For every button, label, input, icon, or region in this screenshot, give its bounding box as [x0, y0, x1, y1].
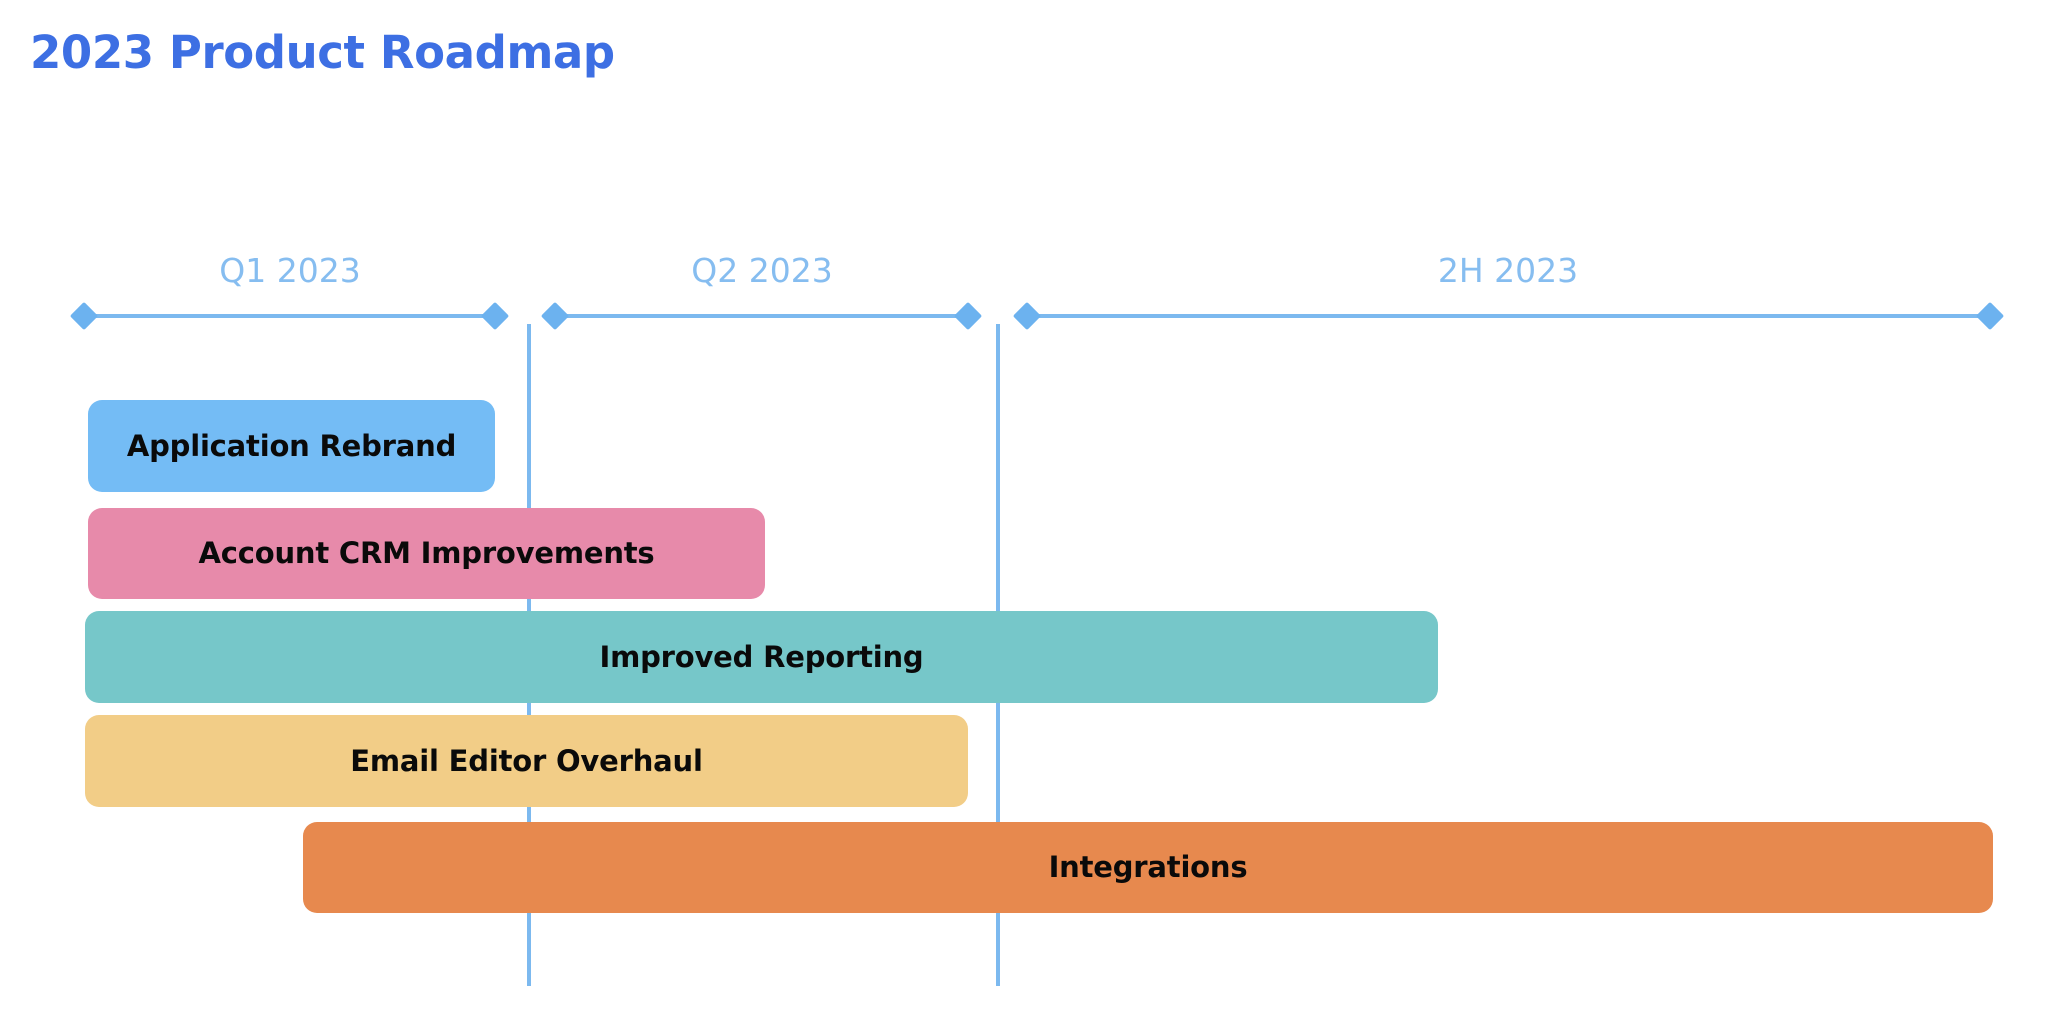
task-bar[interactable]: Application Rebrand	[88, 400, 495, 492]
task-bar[interactable]: Integrations	[303, 822, 1993, 913]
task-bar-label: Account CRM Improvements	[198, 536, 655, 570]
task-bar-label: Email Editor Overhaul	[350, 743, 703, 778]
task-bar[interactable]: Email Editor Overhaul	[85, 715, 968, 807]
task-bar-label: Integrations	[1048, 850, 1248, 884]
task-bar[interactable]: Improved Reporting	[85, 611, 1438, 703]
task-bar[interactable]: Account CRM Improvements	[88, 508, 765, 599]
task-bar-label: Improved Reporting	[599, 639, 924, 674]
task-bar-label: Application Rebrand	[126, 428, 457, 463]
page-title: 2023 Product Roadmap	[30, 26, 615, 79]
